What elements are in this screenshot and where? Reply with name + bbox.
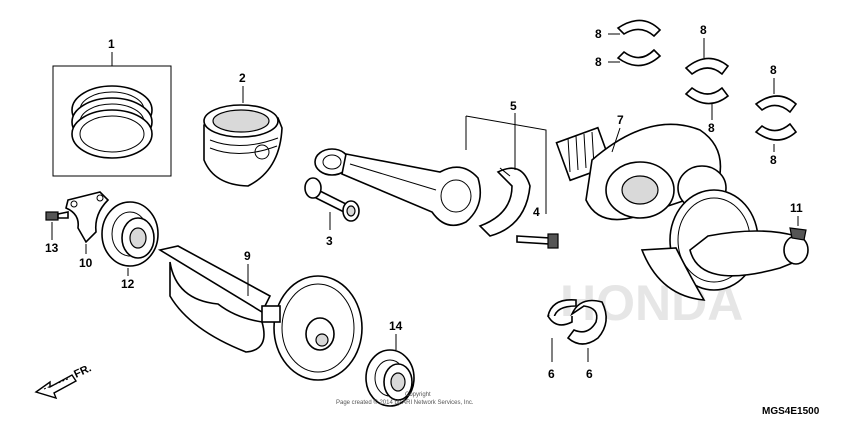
callout-4: 4 [533,205,540,219]
callout-11: 11 [790,201,803,215]
callout-5: 5 [510,99,517,113]
part-crank-bearing-left[interactable] [547,299,577,326]
part-woodruff-key[interactable] [789,227,807,241]
callout-14: 14 [389,319,403,333]
front-direction-label: FR. [72,362,93,380]
callout-12: 12 [121,277,135,291]
callout-8e: 8 [770,63,777,77]
part-bearing-shell-3[interactable] [754,95,798,141]
callout-10: 10 [79,256,93,270]
callout-3: 3 [326,234,333,248]
part-connecting-rod[interactable] [314,148,482,227]
part-bracket-plate[interactable] [65,191,110,244]
callout-6a: 6 [548,367,555,381]
callout-8a: 8 [595,27,602,41]
callout-9: 9 [244,249,251,263]
callout-8b: 8 [595,55,602,69]
part-crankshaft[interactable] [555,123,809,301]
diagram-code: MGS4E1500 [762,406,820,417]
part-crank-bearing-right[interactable] [566,299,607,345]
callout-6b: 6 [586,367,593,381]
callout-8f: 8 [770,153,777,167]
front-arrow-icon [34,374,78,400]
part-bearing-shell-1[interactable] [616,19,662,67]
callout-8d: 8 [708,121,715,135]
part-balancer-shaft[interactable] [157,245,363,381]
callout-13: 13 [45,241,59,255]
copyright-line-1: Copyright [405,392,431,398]
part-ball-bearing-12[interactable] [101,201,159,267]
callout-7: 7 [617,113,624,127]
part-bearing-shell-2[interactable] [684,57,730,105]
copyright-line-2: Page created © 2014 by ARI Network Servi… [336,399,474,406]
part-piston-rings[interactable] [52,65,172,177]
part-piston-pin[interactable] [304,177,360,222]
part-rod-bolt[interactable] [516,233,559,249]
part-bolt[interactable] [45,211,69,221]
part-ball-bearing-14[interactable] [365,349,415,407]
callout-8c: 8 [700,23,707,37]
part-rod-cap[interactable] [478,167,531,237]
callout-1: 1 [108,37,115,51]
part-piston[interactable] [203,104,283,187]
callout-2: 2 [239,71,246,85]
